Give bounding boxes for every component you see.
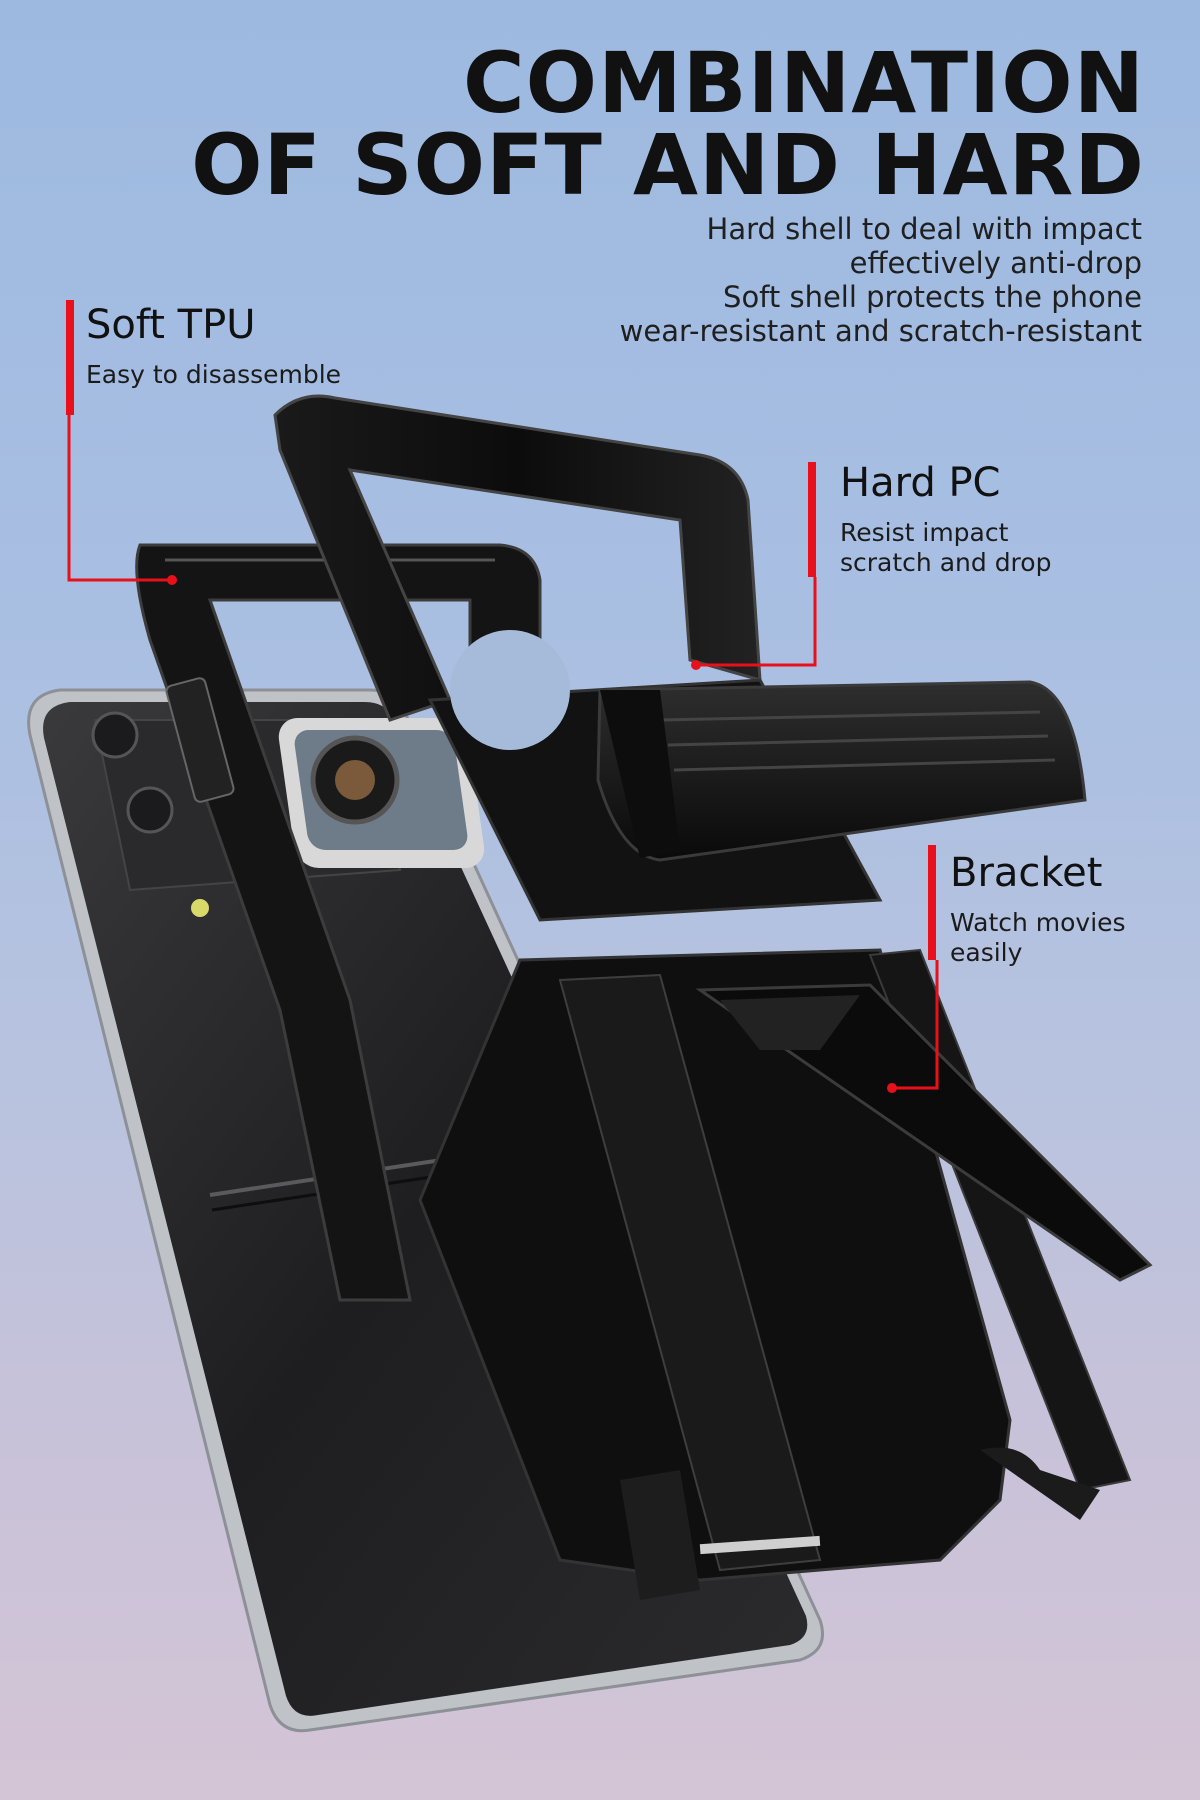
bracket-stand <box>418 948 1153 1600</box>
subcopy-line-3: Soft shell protects the phone <box>723 280 1142 314</box>
soft-tpu-marker <box>66 300 74 415</box>
page-title: COMBINATION OF SOFT AND HARD <box>191 34 1145 214</box>
headline-line-1: COMBINATION <box>463 34 1145 132</box>
hard-pc-callout: Hard PC Resist impact scratch and drop <box>840 460 1051 578</box>
feature-description: Hard shell to deal with impact effective… <box>620 212 1142 348</box>
hard-pc-desc-line-2: scratch and drop <box>840 548 1052 577</box>
hard-pc-desc-line-1: Resist impact <box>840 518 1009 547</box>
hard-pc-desc: Resist impact scratch and drop <box>840 518 1051 578</box>
bracket-callout: Bracket Watch movies easily <box>950 850 1126 968</box>
bracket-desc-line-1: Watch movies <box>950 908 1126 937</box>
soft-tpu-desc: Easy to disassemble <box>86 360 341 390</box>
subcopy-line-1: Hard shell to deal with impact <box>706 212 1142 246</box>
soft-tpu-title: Soft TPU <box>86 302 256 348</box>
soft-tpu-callout: Soft TPU Easy to disassemble <box>86 302 341 390</box>
bracket-title: Bracket <box>950 850 1103 896</box>
subcopy-line-4: wear-resistant and scratch-resistant <box>619 314 1142 348</box>
subcopy-line-2: effectively anti-drop <box>849 246 1142 280</box>
hard-pc-title: Hard PC <box>840 460 1001 506</box>
headline-line-2: OF SOFT AND HARD <box>191 116 1145 214</box>
bracket-marker <box>928 845 936 960</box>
hinge-piece <box>596 680 1087 862</box>
soft-tpu-desc-line-1: Easy to disassemble <box>86 360 342 389</box>
bracket-desc: Watch movies easily <box>950 908 1126 968</box>
hard-pc-marker <box>808 462 816 577</box>
bracket-desc-line-2: easily <box>950 938 1023 967</box>
